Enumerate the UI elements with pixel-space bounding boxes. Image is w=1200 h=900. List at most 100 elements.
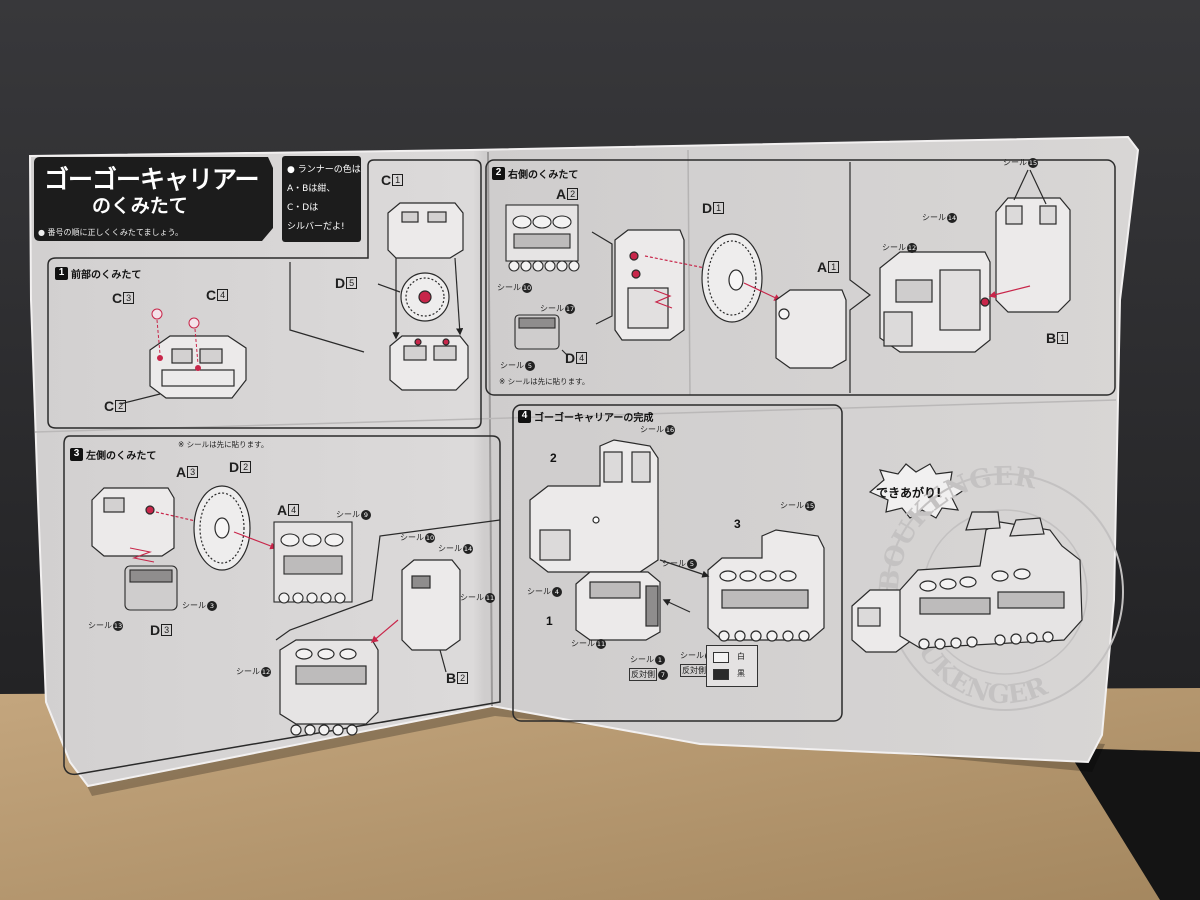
sheet-instruction: ● 番号の順に正しくくみたてましょう。 <box>38 228 183 237</box>
part-number: 3 <box>161 624 173 636</box>
step1-divider <box>289 262 365 353</box>
part-letter: B <box>446 670 457 686</box>
sticker-number: 12 <box>261 666 271 677</box>
part-d4-block <box>514 314 569 357</box>
part-number: 4 <box>288 504 300 516</box>
sticker-text: シール <box>662 559 686 568</box>
sticker-text: シール <box>88 621 112 630</box>
sticker-number: 5 <box>525 360 535 371</box>
step-number: 3 <box>70 448 83 461</box>
part-letter: C <box>112 290 123 306</box>
finished-badge-burst <box>868 463 966 519</box>
part-a2-block <box>505 204 580 272</box>
part-c3-peg <box>151 308 163 361</box>
sticker-text: シール <box>571 639 595 648</box>
sticker-number: 3 <box>207 600 217 611</box>
runner-note-line: A・Bは紺、 <box>287 184 336 194</box>
right-fold <box>687 149 691 396</box>
part-letter: B <box>1046 330 1057 346</box>
sticker-text: シール <box>500 361 524 370</box>
step3-note: ※ シールは先に貼ります。 <box>178 440 269 449</box>
part-number: 2 <box>457 672 469 684</box>
black-object <box>1066 748 1200 900</box>
sticker-number: 9 <box>361 509 371 520</box>
runner-note-box <box>282 156 361 242</box>
sticker-number: 12 <box>907 242 917 253</box>
step-number: 4 <box>518 410 531 423</box>
sticker-text: シール <box>780 501 804 510</box>
part-letter: A <box>176 464 187 480</box>
part-d3-block <box>124 547 178 611</box>
sticker-text: シール <box>882 243 906 252</box>
part-a3-bracket <box>91 487 201 557</box>
sticker-text: シール <box>400 533 424 542</box>
step1-assembly <box>389 335 469 391</box>
part-number: 2 <box>567 188 579 200</box>
sticker-number: 1 <box>655 654 665 665</box>
legend-label-black: 黒 <box>737 669 745 678</box>
part-letter: D <box>565 350 576 366</box>
sticker-number: 4 <box>552 586 562 597</box>
sticker-text: シール <box>460 593 484 602</box>
runner-note-line: ● ランナーの色は <box>287 165 361 175</box>
part-letter: D <box>702 200 713 216</box>
step4-part-3 <box>659 529 825 642</box>
step4-header: 4 ゴーゴーキャリアーの完成 <box>518 409 653 424</box>
sticker-text: シール <box>640 425 664 434</box>
step-number: 2 <box>492 167 505 180</box>
sticker-number: 5 <box>687 558 697 569</box>
step2-right-assembly <box>879 251 991 353</box>
reverse-side-text: 反対側 <box>629 668 657 681</box>
step-title: 前部のくみたて <box>71 270 142 281</box>
part-c4-peg <box>188 317 201 371</box>
sticker-number: 17 <box>565 303 575 314</box>
horizontal-fold <box>34 399 1117 433</box>
sticker-text: シール <box>336 510 360 519</box>
part-letter: C <box>104 398 115 414</box>
part-letter: A <box>817 259 828 275</box>
sticker-text: シール <box>497 283 521 292</box>
part-a4-block <box>273 521 353 604</box>
step4-part-1 <box>575 571 691 641</box>
sticker-text: シール <box>527 587 551 596</box>
step3-assembly <box>279 559 461 736</box>
title-box <box>34 157 273 241</box>
part-number: 1 <box>713 202 725 214</box>
part-letter: C <box>206 287 217 303</box>
center-fold <box>487 151 493 707</box>
sticker-text: シール <box>438 544 462 553</box>
sheet-subtitle: のくみたて <box>92 195 188 217</box>
step-number: 1 <box>55 267 68 280</box>
callout-part-2: 2 <box>550 451 557 465</box>
sticker-number: 15 <box>805 500 815 511</box>
part-number: 2 <box>115 400 127 412</box>
part-number: 2 <box>240 461 252 473</box>
step2-panel <box>485 159 1116 396</box>
sticker-number: 15 <box>1028 157 1038 168</box>
legend-swatch-black <box>713 669 729 680</box>
